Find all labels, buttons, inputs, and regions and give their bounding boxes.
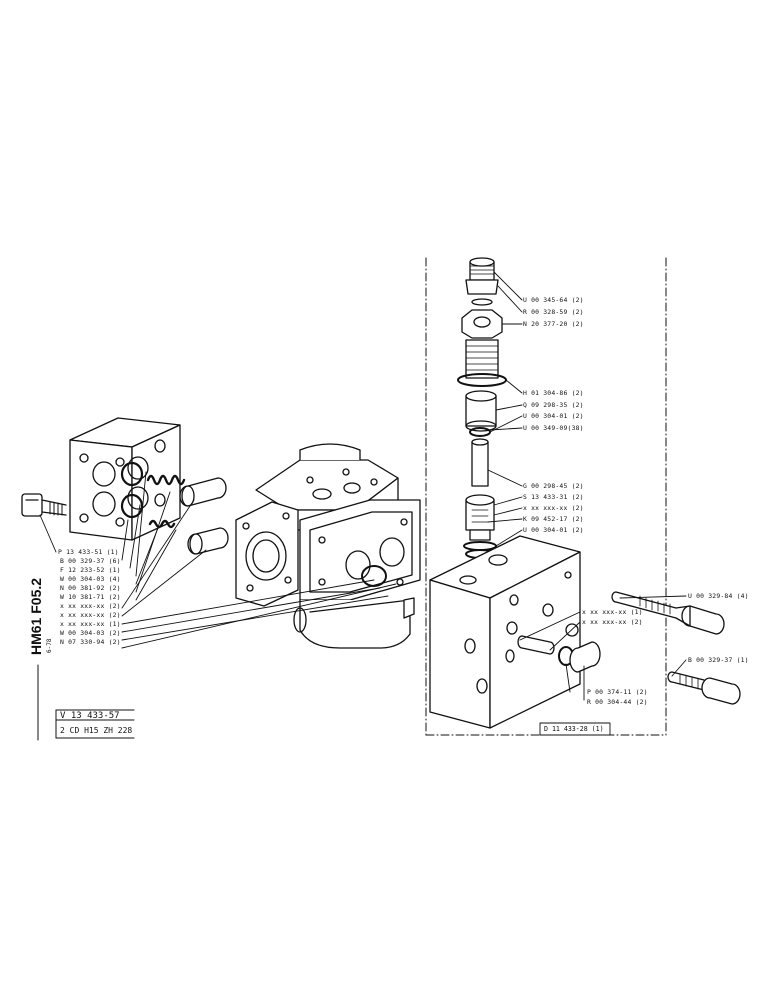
part-number: V 13 433-57 (60, 711, 120, 721)
part-label: U 00 304-01 (2) (523, 526, 584, 534)
part-label: H 01 304-86 (2) (523, 389, 584, 397)
part-label: R 00 304-44 (2) (587, 698, 648, 706)
leader-lines-left (39, 471, 397, 649)
spring-upper (146, 474, 186, 486)
bolt-right-upper (611, 591, 725, 635)
part-label: U 00 345-64 (2) (523, 296, 584, 304)
part-label: x xx xxx-xx (2) (60, 611, 121, 619)
part-label: B 00 329-37 (6) (60, 557, 121, 565)
bolt-right-lower (667, 671, 741, 705)
part-label: N 07 330-94 (2) (60, 638, 121, 646)
part-label: W 00 304-03 (2) (60, 629, 121, 637)
manifold-block (429, 535, 581, 729)
bolt-left (21, 493, 67, 517)
part-label: U 00 349-09(38) (523, 424, 584, 432)
piston-lower (187, 527, 229, 555)
part-label: F 12 233-52 (1) (60, 566, 121, 574)
cover-plate (69, 417, 181, 541)
block-pin (517, 635, 555, 655)
part-label: S 13 433-31 (2) (523, 493, 584, 501)
part-label: R 00 328-59 (2) (523, 308, 584, 316)
part-label: U 00 329-84 (4) (688, 592, 749, 600)
side-code: HM61 F05.2 (28, 577, 44, 655)
part-label: P 00 374-11 (2) (587, 688, 648, 696)
o-rings (120, 461, 144, 519)
side-date: 6-78 (46, 638, 53, 653)
part-label: x xx xxx-xx (2) (523, 504, 584, 512)
piston-upper (179, 477, 227, 507)
part-label: N 20 377-20 (2) (523, 320, 584, 328)
body-o-ring (361, 565, 387, 587)
plug (569, 641, 601, 673)
part-description: 2 CD H15 ZH 228 (60, 726, 133, 735)
part-label: x xx xxx-xx (2) (60, 602, 121, 610)
part-label: W 10 381-71 (2) (60, 593, 121, 601)
detail-ref-box (539, 722, 611, 736)
part-label: P 13 433-51 (1) (58, 548, 119, 556)
spring-lower (148, 519, 176, 529)
valve-body (235, 443, 421, 649)
part-label: x xx xxx-xx (2) (582, 618, 643, 626)
part-label: G 00 298-45 (2) (523, 482, 584, 490)
part-label: x xx xxx-xx (1) (582, 608, 643, 616)
title-block (37, 664, 135, 741)
part-label: Q 09 298-35 (2) (523, 401, 584, 409)
part-label: N 00 381-92 (2) (60, 584, 121, 592)
leader-lines-right (487, 271, 687, 701)
part-label: x xx xxx-xx (1) (60, 620, 121, 628)
part-label: K 09 452-17 (2) (523, 515, 584, 523)
part-label: W 00 304-03 (4) (60, 575, 121, 583)
part-label: U 00 304-01 (2) (523, 412, 584, 420)
part-label: B 00 329-37 (1) (688, 656, 749, 664)
detail-ref: D 11 433-28 (1) (544, 725, 604, 733)
cartridge-stack (457, 257, 507, 559)
